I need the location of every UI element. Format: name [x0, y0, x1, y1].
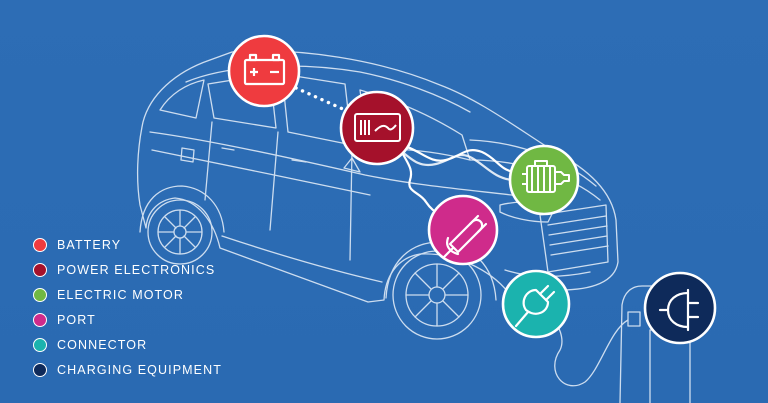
- legend-label: ELECTRIC MOTOR: [57, 287, 184, 302]
- charging-station: [547, 285, 691, 403]
- legend-label: BATTERY: [57, 237, 122, 252]
- plug-connector-icon: [514, 284, 556, 328]
- power-electronics-badge: [339, 90, 415, 166]
- battery-icon: [243, 53, 286, 86]
- legend-dot-port: [33, 312, 47, 327]
- legend-item-charging-equipment: CHARGING EQUIPMENT: [33, 357, 222, 382]
- charging-equipment-badge: [643, 271, 717, 345]
- legend-item-battery: BATTERY: [33, 232, 222, 257]
- legend-item-electric-motor: ELECTRIC MOTOR: [33, 282, 222, 307]
- legend-dot-power-electronics: [33, 262, 47, 277]
- legend-dot-charging-equipment: [33, 362, 47, 377]
- legend-label: POWER ELECTRONICS: [57, 262, 216, 277]
- electric-motor-badge: [508, 144, 580, 216]
- legend: BATTERY POWER ELECTRONICS ELECTRIC MOTOR…: [33, 232, 222, 382]
- plug-port-icon: [442, 214, 488, 259]
- battery-badge: [227, 34, 301, 108]
- motor-icon: [522, 160, 570, 193]
- legend-dot-connector: [33, 337, 47, 352]
- port-badge: [427, 194, 499, 266]
- legend-dot-electric-motor: [33, 287, 47, 302]
- legend-label: CONNECTOR: [57, 337, 148, 352]
- legend-dot-battery: [33, 237, 47, 252]
- legend-item-port: PORT: [33, 307, 222, 332]
- connection-lines: [294, 86, 515, 216]
- connector-badge: [501, 269, 571, 339]
- charging-plug-icon: [658, 288, 700, 332]
- legend-label: PORT: [57, 312, 96, 327]
- legend-label: CHARGING EQUIPMENT: [57, 362, 222, 377]
- inverter-icon: [354, 113, 401, 142]
- legend-item-connector: CONNECTOR: [33, 332, 222, 357]
- legend-item-power-electronics: POWER ELECTRONICS: [33, 257, 222, 282]
